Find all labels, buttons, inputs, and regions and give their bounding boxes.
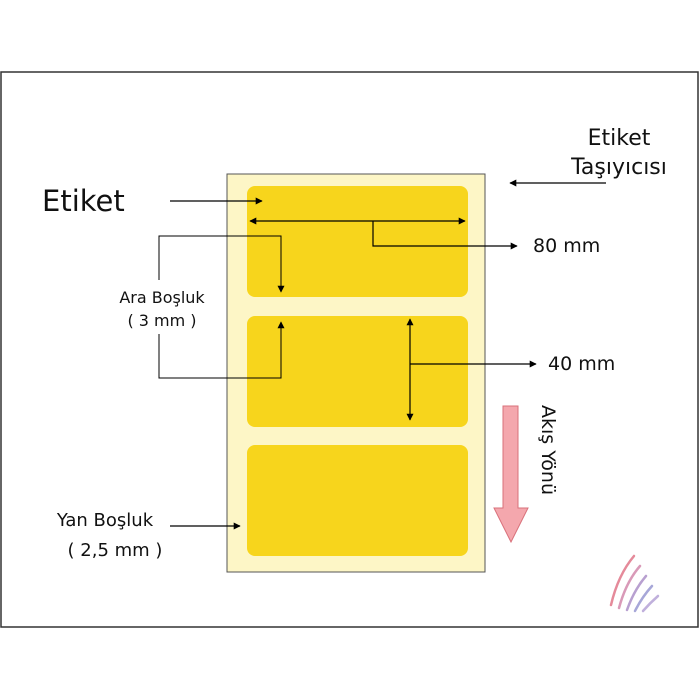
height-label: 40 mm <box>548 353 615 375</box>
flow-direction-label: Akış Yönü <box>537 405 559 495</box>
gap-bracket-bottom <box>158 321 285 379</box>
side-gap-label-line1: Yan Boşluk <box>56 510 154 531</box>
side-gap-label-line2: ( 2,5 mm ) <box>68 540 163 561</box>
label-1 <box>247 186 468 297</box>
etiket-label: Etiket <box>42 184 125 218</box>
gap-bracket-top <box>158 235 285 293</box>
gap-label-line2: ( 3 mm ) <box>127 311 196 330</box>
label-3 <box>247 445 468 556</box>
flow-direction-arrow <box>493 405 529 544</box>
width-label: 80 mm <box>533 235 600 257</box>
carrier-label-line1: Etiket <box>588 126 651 151</box>
carrier-label-line2: Taşıyıcısı <box>570 155 667 180</box>
label-2 <box>247 316 468 427</box>
logo-icon <box>609 554 660 613</box>
width-leader-line <box>372 221 518 250</box>
gap-label-line1: Ara Boşluk <box>119 288 205 307</box>
